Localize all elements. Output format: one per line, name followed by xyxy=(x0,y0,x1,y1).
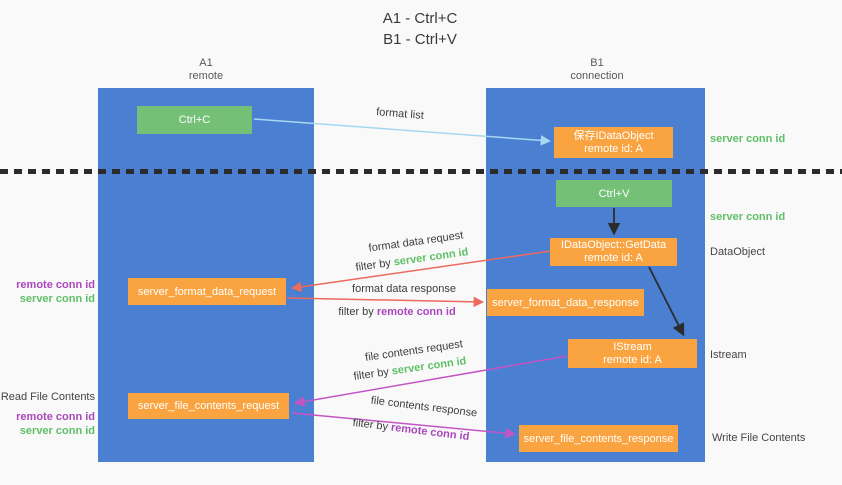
node-istream: IStream remote id: A xyxy=(568,339,697,368)
column-header-b1: B1 connection xyxy=(537,57,657,83)
left-server-conn-id-1: server conn id xyxy=(19,293,95,305)
istream-line1: IStream xyxy=(613,340,652,353)
getdata-line2: remote id: A xyxy=(584,252,643,264)
format-data-response-arrow xyxy=(286,296,485,308)
title-line-1: A1 - Ctrl+C xyxy=(382,10,458,27)
column-b1-name: B1 xyxy=(590,57,604,69)
dashed-divider xyxy=(0,169,842,174)
filter-by-text: filter by xyxy=(338,306,377,318)
right-write-file-contents-label: Write File Contents xyxy=(712,432,806,444)
getdata-line1: IDataObject::GetData xyxy=(560,239,667,251)
save-idataobject-line1: 保存IDataObject xyxy=(573,129,654,142)
server-file-contents-request-label: server_file_contents_request xyxy=(137,400,280,412)
ctrl-c-label: Ctrl+C xyxy=(178,114,211,126)
node-idataobject-getdata: IDataObject::GetData remote id: A xyxy=(550,238,677,266)
server-format-data-response-label: server_format_data_response xyxy=(492,296,639,309)
format-list-arrow xyxy=(253,118,552,146)
file-contents-response-arrow xyxy=(291,412,517,439)
server-file-contents-response-label: server_file_contents_response xyxy=(523,432,674,445)
left-server-conn-id-2: server conn id xyxy=(19,425,95,437)
column-header-a1: A1 remote xyxy=(146,57,266,83)
node-server-file-contents-request: server_file_contents_request xyxy=(128,393,289,419)
format-data-response-label: format data response xyxy=(352,283,456,295)
node-server-file-contents-response: server_file_contents_response xyxy=(519,425,678,452)
node-server-format-data-response: server_format_data_response xyxy=(487,289,644,316)
istream-line2: remote id: A xyxy=(603,353,662,366)
right-dataobject-label: DataObject xyxy=(710,246,766,258)
format-data-request-arrow xyxy=(290,250,552,293)
file-contents-request-arrow xyxy=(293,355,568,407)
format-data-response-filter-label: filter by remote conn id xyxy=(338,306,455,318)
column-a1-name: A1 xyxy=(199,57,213,69)
server-format-data-request-label: server_format_data_request xyxy=(137,285,277,298)
node-ctrl-v: Ctrl+V xyxy=(556,180,672,207)
right-server-conn-id-1: server conn id xyxy=(710,133,786,145)
right-istream-label: Istream xyxy=(710,349,747,361)
column-a1-role: remote xyxy=(188,70,224,82)
save-idataobject-line2: remote id: A xyxy=(584,142,643,155)
left-remote-conn-id-2: remote conn id xyxy=(16,411,95,423)
node-server-format-data-request: server_format_data_request xyxy=(128,278,286,305)
node-ctrl-c: Ctrl+C xyxy=(137,106,252,134)
ctrl-v-label: Ctrl+V xyxy=(598,187,630,200)
left-read-file-contents-label: Read File Contents xyxy=(0,391,95,403)
remote-conn-id-key: remote conn id xyxy=(376,306,456,318)
getdata-to-istream-arrow xyxy=(648,266,685,337)
title-line-2: B1 - Ctrl+V xyxy=(383,31,457,48)
node-save-idataobject: 保存IDataObject remote id: A xyxy=(554,127,673,158)
left-remote-conn-id-1: remote conn id xyxy=(16,279,95,291)
right-server-conn-id-2: server conn id xyxy=(710,211,786,223)
column-b1-role: connection xyxy=(570,70,624,82)
diagram-title: A1 - Ctrl+C B1 - Ctrl+V xyxy=(300,8,540,50)
